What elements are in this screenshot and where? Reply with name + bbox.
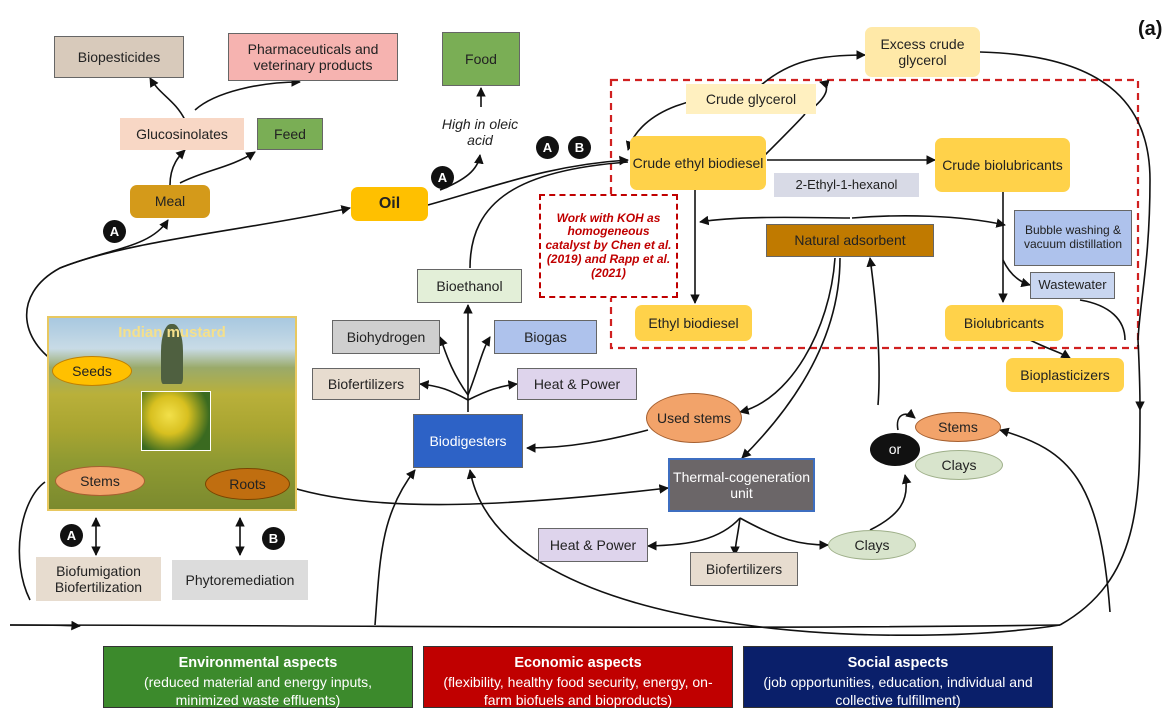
biogas-box: Biogas: [494, 320, 597, 354]
natural-adsorbent-box: Natural adsorbent: [766, 224, 934, 257]
environmental-aspects-box: Environmental aspects (reduced material …: [103, 646, 413, 708]
high-oleic-label: High in oleic acid: [441, 115, 519, 148]
biodigesters-box: Biodigesters: [413, 414, 523, 468]
bioethanol-box: Bioethanol: [417, 269, 522, 303]
economic-aspects-desc: (flexibility, healthy food security, ene…: [443, 673, 713, 709]
social-aspects-title: Social aspects: [847, 655, 949, 671]
biofertilizers-top-box: Biofertilizers: [312, 368, 420, 400]
glucosinolates-box: Glucosinolates: [120, 118, 244, 150]
used-stems-ellipse: Used stems: [646, 393, 742, 443]
marker-a-top: A: [536, 136, 559, 159]
panel-label: (a): [1138, 18, 1163, 40]
social-aspects-desc: (job opportunities, education, individua…: [763, 673, 1033, 709]
pharmaceuticals-box: Pharmaceuticals and veterinary products: [228, 33, 398, 81]
economic-aspects-box: Economic aspects (flexibility, healthy f…: [423, 646, 733, 708]
koh-note: Work with KOH as homogeneous catalyst by…: [539, 194, 678, 298]
stems-right-ellipse: Stems: [915, 412, 1001, 442]
phytoremediation-box: Phytoremediation: [172, 560, 308, 600]
biopesticides-box: Biopesticides: [54, 36, 184, 78]
oil-box: Oil: [351, 187, 428, 221]
meal-box: Meal: [130, 185, 210, 218]
economic-aspects-title: Economic aspects: [514, 655, 642, 671]
environmental-aspects-title: Environmental aspects: [178, 655, 338, 671]
marker-a-meal: A: [103, 220, 126, 243]
crude-biolubricants-box: Crude biolubricants: [935, 138, 1070, 192]
crude-ethyl-biodiesel-box: Crude ethyl biodiesel: [630, 136, 766, 190]
bioplasticizers-box: Bioplasticizers: [1006, 358, 1124, 392]
marker-b-bottom: B: [262, 527, 285, 550]
feed-box: Feed: [257, 118, 323, 150]
crude-glycerol-box: Crude glycerol: [686, 84, 816, 114]
tree-shape: [161, 324, 183, 384]
marker-a-oil: A: [431, 166, 454, 189]
indian-mustard-label: Indian mustard: [118, 324, 226, 341]
flower-inset: [141, 391, 211, 451]
or-ellipse: or: [870, 433, 920, 466]
heat-power-bottom-box: Heat & Power: [538, 528, 648, 562]
excess-crude-glycerol-box: Excess crude glycerol: [865, 27, 980, 77]
biolubricants-box: Biolubricants: [945, 305, 1063, 341]
marker-a-bottom: A: [60, 524, 83, 547]
social-aspects-box: Social aspects (job opportunities, educa…: [743, 646, 1053, 708]
ethyl-biodiesel-box: Ethyl biodiesel: [635, 305, 752, 341]
stems-left-ellipse: Stems: [55, 466, 145, 496]
marker-b-top: B: [568, 136, 591, 159]
environmental-aspects-desc: (reduced material and energy inputs, min…: [143, 673, 373, 709]
seeds-ellipse: Seeds: [52, 356, 132, 386]
roots-ellipse: Roots: [205, 468, 290, 500]
biohydrogen-box: Biohydrogen: [332, 320, 440, 354]
clays-right-ellipse: Clays: [915, 450, 1003, 480]
biofertilizers-bottom-box: Biofertilizers: [690, 552, 798, 586]
food-box: Food: [442, 32, 520, 86]
biofumigation-box: Biofumigation Biofertilization: [36, 557, 161, 601]
clays-bottom-ellipse: Clays: [828, 530, 916, 560]
wastewater-box: Wastewater: [1030, 272, 1115, 299]
hexanol-box: 2-Ethyl-1-hexanol: [774, 173, 919, 197]
thermal-cogeneration-box: Thermal-cogeneration unit: [668, 458, 815, 512]
heat-power-top-box: Heat & Power: [517, 368, 637, 400]
bubble-washing-box: Bubble washing & vacuum distillation: [1014, 210, 1132, 266]
